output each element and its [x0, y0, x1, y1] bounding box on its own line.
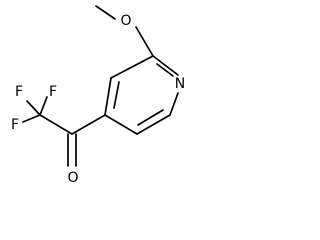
fluorine-label-3: F — [11, 117, 19, 133]
bond-n1-c6 — [169, 92, 179, 116]
bond-cf3-f2 — [39, 96, 48, 116]
bond-c2-n1-double — [156, 63, 174, 77]
bond-c2-n1 — [152, 55, 179, 76]
ring-nitrogen-label: N — [175, 76, 185, 92]
ether-oxygen-label: O — [120, 13, 131, 29]
carbonyl-oxygen-label: O — [67, 170, 78, 186]
bond-c4-c3-double — [113, 81, 120, 109]
fluorine-label-2: F — [49, 84, 57, 100]
fluorine-label-1: F — [15, 84, 23, 100]
bond-c4-c3 — [104, 77, 112, 116]
bond-c5-c4 — [104, 114, 138, 135]
chemical-structure: O N O F F F — [11, 5, 185, 186]
bond-c4-carbonyl — [71, 114, 106, 135]
bond-c3-c2 — [110, 55, 154, 79]
bond-c6-c5-double — [137, 109, 164, 126]
bond-c6-c5 — [136, 114, 171, 135]
bond-carbonyl-cf3 — [39, 114, 73, 135]
bond-cf3-f1 — [26, 100, 41, 116]
bond-oxygen-c2 — [135, 26, 154, 57]
bond-cf3-f3 — [22, 114, 41, 123]
bond-methyl-oxygen — [95, 5, 116, 20]
